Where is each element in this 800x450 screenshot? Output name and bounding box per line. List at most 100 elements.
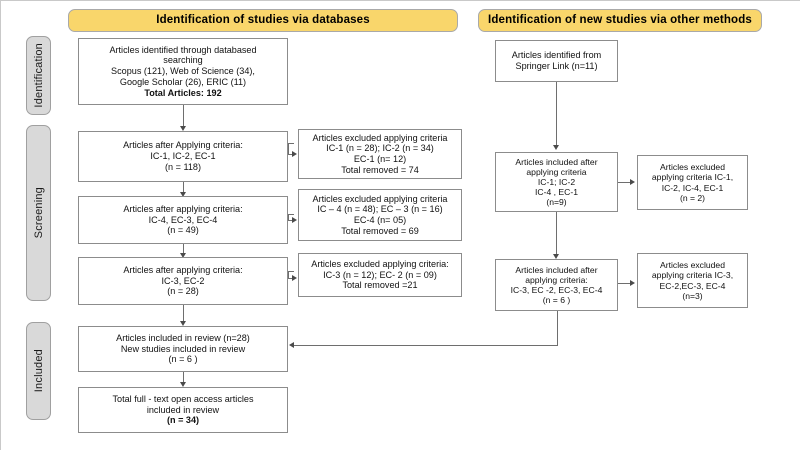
box-line: (n = 28) — [167, 286, 199, 297]
box-line: (n = 6 ) — [542, 295, 571, 306]
connector-screen1-excl-b — [288, 143, 289, 155]
box-line: included in review — [146, 404, 220, 415]
arrowhead-down — [179, 382, 186, 387]
box-line: IC-4 , EC-1 — [535, 187, 578, 198]
box-line: (n = 2) — [679, 192, 706, 203]
box-line-total: Total Articles: 192 — [144, 87, 222, 98]
box-line: EC-4 (n= 05) — [353, 215, 407, 225]
connector-other2-to-included-v — [557, 311, 558, 346]
box-line: IC-3, EC -2, EC-3, EC-4 — [510, 285, 603, 295]
stage-bar-screening: Screening — [26, 125, 51, 301]
stage-screening-label: Screening — [32, 187, 45, 239]
box-line: IC-1; IC-2 — [537, 176, 576, 187]
box-screen2-included: Articles after applying criteria: IC-4, … — [78, 196, 288, 244]
box-line: Total removed = 69 — [341, 225, 419, 236]
box-screen3-excluded: Articles excluded applying criteria: IC-… — [298, 253, 462, 297]
connector-screen1-excl-c — [288, 143, 294, 144]
box-line: IC-3 (n = 12); EC- 2 (n = 09) — [323, 269, 437, 280]
box-line-total: (n = 34) — [166, 415, 200, 426]
connector-screen3-excl-b — [288, 271, 289, 279]
box-line: (n=3) — [682, 290, 703, 301]
connector-screen1-excl-d — [288, 154, 293, 155]
box-line: Articles included in review (n=28) — [116, 332, 250, 343]
box-line: searching — [163, 55, 203, 66]
box-line: Scopus (121), Web of Science (34), — [111, 66, 255, 77]
box-line: applying criteria — [526, 166, 587, 177]
box-line: Articles after applying criteria: — [123, 264, 243, 275]
box-line: EC-1 (n= 12) — [353, 154, 407, 164]
box-other1-excluded: Articles excluded applying criteria IC-1… — [637, 155, 748, 210]
arrowhead-right — [292, 274, 297, 281]
arrowhead-down — [179, 253, 186, 258]
box-line: Articles excluded — [660, 162, 725, 173]
box-line: IC-2, IC-4, EC-1 — [661, 182, 724, 193]
box-other2-excluded: Articles excluded applying criteria IC-3… — [637, 253, 748, 308]
connector-other-identified-to-other1 — [556, 82, 557, 146]
box-line: Articles excluded applying criteria — [312, 193, 448, 204]
box-line: applying criteria: — [525, 274, 588, 285]
box-line: IC-1 (n = 28); IC-2 (n = 34) — [326, 143, 434, 154]
connector-included-to-total — [183, 372, 184, 384]
header-other-methods-label: Identification of new studies via other … — [488, 14, 752, 27]
box-line: New studies included in review — [120, 343, 246, 354]
box-line: EC-2,EC-3, EC-4 — [659, 280, 726, 291]
box-screen3-included: Articles after applying criteria: IC-3, … — [78, 257, 288, 305]
arrowhead-down — [552, 254, 559, 259]
connector-other2-excl — [618, 283, 632, 284]
box-line: (n = 118) — [165, 161, 201, 172]
box-line: Articles identified through databased — [109, 44, 257, 55]
connector-screen2-to-screen3 — [183, 244, 184, 255]
box-line: IC-4, EC-3, EC-4 — [148, 214, 218, 225]
header-identification-other-methods: Identification of new studies via other … — [478, 9, 762, 32]
arrowhead-left — [289, 341, 294, 348]
box-other-identified: Articles identified from Springer Link (… — [495, 40, 618, 82]
box-line: Articles identified from — [511, 50, 602, 61]
arrowhead-right — [630, 178, 635, 185]
box-line: Articles excluded applying criteria — [312, 132, 448, 143]
box-line: (n=9) — [546, 197, 567, 208]
box-other1-included: Articles included after applying criteri… — [495, 152, 618, 212]
box-line: IC – 4 (n = 48); EC – 3 (n = 16) — [317, 204, 443, 215]
connector-screen2-excl-b — [288, 214, 289, 221]
box-included-in-review: Articles included in review (n=28) New s… — [78, 326, 288, 372]
box-total-fulltext: Total full - text open access articles i… — [78, 387, 288, 433]
connector-screen3-to-included — [183, 305, 184, 323]
box-line: IC-1, IC-2, EC-1 — [150, 151, 216, 162]
arrowhead-down — [179, 192, 186, 197]
connector-other1-excl — [618, 182, 632, 183]
stage-bar-identification: Identification — [26, 36, 51, 115]
arrowhead-down — [179, 126, 186, 131]
box-line: Articles after applying criteria: — [123, 203, 243, 214]
arrowhead-down — [552, 145, 559, 150]
box-line: Total full - text open access articles — [112, 393, 254, 404]
box-line: Articles after Applying criteria: — [123, 140, 243, 151]
connector-other2-to-included-h — [294, 345, 558, 346]
connector-screen3-excl-a — [288, 278, 294, 279]
box-line: Total removed =21 — [342, 280, 418, 291]
connector-screen1-to-screen2 — [183, 182, 184, 194]
box-line: Springer Link (n=11) — [515, 61, 598, 71]
arrowhead-down — [179, 321, 186, 326]
box-screen2-excluded: Articles excluded applying criteria IC –… — [298, 189, 462, 241]
header-identification-databases: Identification of studies via databases — [68, 9, 458, 32]
stage-included-label: Included — [32, 349, 45, 393]
connector-db-to-screen1 — [183, 105, 184, 128]
connector-screen2-excl-a — [288, 220, 294, 221]
box-line: Google Scholar (26), ERIC (11) — [119, 76, 247, 87]
connector-screen3-excl-c — [288, 271, 294, 272]
arrowhead-right — [292, 216, 297, 223]
stage-identification-label: Identification — [32, 43, 45, 108]
box-line: Articles included after — [515, 156, 598, 167]
box-line: IC-3, EC-2 — [161, 275, 205, 286]
arrowhead-right — [630, 279, 635, 286]
box-line: Articles excluded applying criteria: — [311, 258, 449, 269]
box-line: (n = 49) — [167, 225, 199, 236]
box-line: Total removed = 74 — [341, 164, 419, 175]
box-line: Articles excluded — [660, 260, 725, 271]
connector-screen2-excl-c — [288, 214, 294, 215]
connector-other1-to-other2 — [556, 212, 557, 256]
box-line: (n = 6 ) — [168, 354, 198, 365]
box-line: applying criteria IC-3, — [651, 270, 734, 281]
header-databases-label: Identification of studies via databases — [156, 14, 370, 27]
box-screen1-included: Articles after Applying criteria: IC-1, … — [78, 131, 288, 182]
